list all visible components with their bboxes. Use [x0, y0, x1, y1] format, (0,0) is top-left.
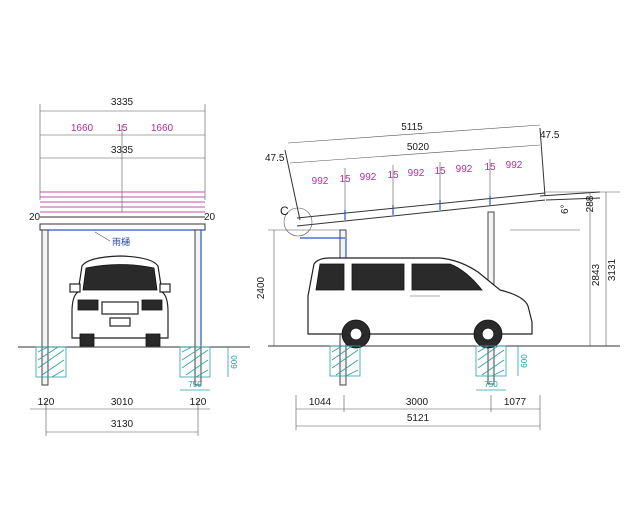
side-top-dim-line	[287, 124, 541, 144]
front-post-right	[194, 229, 202, 386]
front-footing-left-hatch	[37, 346, 65, 378]
front-view: 3335 1660 15 1660 3335 20 20 雨樋	[18, 97, 250, 436]
side-car	[307, 257, 533, 349]
side-roof-eave	[539, 191, 601, 197]
side-car-rear-hub	[349, 327, 363, 341]
side-roof-eave-2	[545, 197, 601, 201]
front-right-overhang: 20	[204, 212, 216, 223]
side-car-front-hub	[481, 327, 495, 341]
side-view: 5115 47.5 5020 47.5 992 15 992 15 992 15…	[256, 122, 620, 430]
front-bottom-left-post: 120	[38, 397, 55, 408]
front-bottom-right-post: 120	[190, 397, 207, 408]
side-bottom-right: 1077	[504, 397, 527, 408]
front-bottom-total: 3130	[111, 419, 134, 430]
side-footing-depth: 600	[520, 354, 529, 368]
side-roof-end-lines	[284, 127, 546, 221]
side-left-overhang: 47.5	[265, 153, 285, 164]
spacing-4: 15	[387, 170, 399, 181]
side-roof-length: 5020	[407, 142, 430, 153]
spacing-3: 992	[360, 172, 377, 183]
gutter-label: 雨樋	[112, 236, 130, 247]
side-left-height: 2400	[256, 276, 267, 299]
front-footing-left	[35, 346, 67, 378]
spacing-8: 15	[484, 162, 496, 173]
front-footing-depth: 600	[230, 355, 239, 369]
side-footing-width: 750	[484, 380, 498, 389]
front-top-overall: 3335	[111, 97, 134, 108]
front-footing-width: 750	[188, 380, 202, 389]
front-car-mirror-left	[69, 283, 81, 293]
detail-circle	[283, 207, 313, 237]
side-car-rear-window	[315, 263, 345, 291]
front-car	[69, 255, 171, 347]
side-top-overall: 5115	[401, 122, 423, 133]
front-left-overhang: 20	[29, 212, 41, 223]
front-car-tire-left	[79, 333, 95, 347]
front-footing-right-hatch	[181, 346, 209, 378]
side-roof-dim-line	[289, 144, 541, 164]
front-seg-left: 1660	[71, 123, 94, 134]
front-car-plate	[109, 317, 131, 327]
spacing-5: 992	[408, 168, 425, 179]
spacing-7: 992	[456, 164, 473, 175]
side-purlins	[344, 159, 491, 220]
side-footing-left	[329, 345, 361, 377]
side-footing-right	[475, 345, 507, 377]
front-car-tire-right	[145, 333, 161, 347]
front-car-mirror-right	[159, 283, 171, 293]
spacing-6: 15	[434, 166, 446, 177]
side-bottom-span: 3000	[406, 397, 429, 408]
front-car-headlight-right	[141, 299, 163, 311]
front-roof-width: 3335	[111, 145, 134, 156]
gutter-leader	[94, 231, 111, 242]
side-roof-bottom	[296, 199, 546, 227]
spacing-9: 992	[506, 160, 523, 171]
front-footing-right	[179, 346, 211, 378]
side-total-height: 3131	[607, 258, 618, 281]
front-beam	[39, 223, 206, 231]
side-bottom-left: 1044	[309, 397, 332, 408]
side-bottom-total: 5121	[407, 413, 430, 424]
front-car-headlight-left	[77, 299, 99, 311]
side-right-height: 2843	[591, 263, 602, 286]
spacing-2: 15	[339, 174, 351, 185]
side-right-top-height: 288	[585, 195, 596, 212]
side-footing-right-hatch	[477, 345, 505, 377]
front-seg-mid: 15	[116, 123, 128, 134]
slope-label: 6°	[560, 204, 571, 214]
front-car-grille	[101, 301, 139, 315]
side-car-front-window	[411, 263, 483, 291]
front-post-left	[41, 229, 49, 386]
side-roof-top	[296, 192, 546, 219]
front-seg-right: 1660	[151, 123, 174, 134]
spacing-1: 992	[312, 176, 329, 187]
front-bottom-span: 3010	[111, 397, 134, 408]
side-footing-left-hatch	[331, 345, 359, 377]
side-top-right-overhang: 47.5	[540, 130, 560, 141]
front-car-windshield	[82, 264, 158, 291]
detail-callout: C	[280, 204, 289, 218]
side-car-mid-window	[351, 263, 405, 291]
